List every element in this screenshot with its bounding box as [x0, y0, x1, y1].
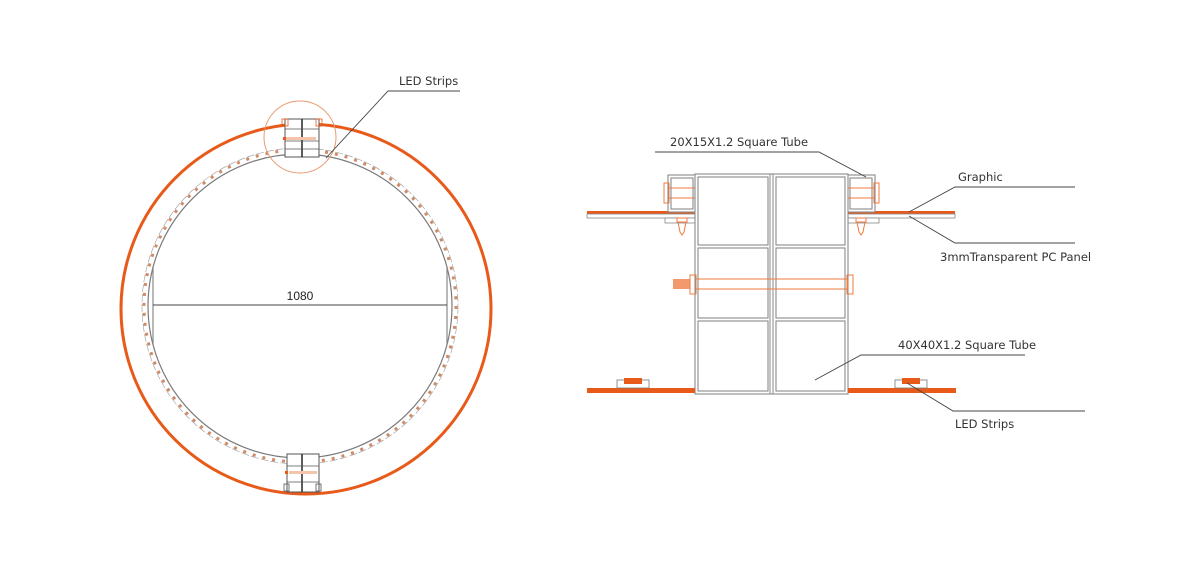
- screw-panel-right: [855, 217, 867, 236]
- led-section-callout-leader: [906, 382, 1085, 412]
- small-tube-label: 20X15X1.2 Square Tube: [670, 135, 808, 149]
- led-strip-left: [616, 378, 650, 389]
- top-post: [281, 118, 323, 158]
- through-bolt: [673, 274, 854, 295]
- pc-panel-label: 3mmTransparent PC Panel: [940, 250, 1091, 264]
- pc-panel-left: [586, 213, 696, 219]
- led-strips-label-plan: LED Strips: [399, 74, 458, 88]
- small-square-tube-left: [667, 174, 697, 213]
- screw-panel-left: [676, 217, 688, 236]
- large-tube-label: 40X40X1.2 Square Tube: [898, 338, 1036, 352]
- graphic-callout-leader: [908, 186, 1075, 213]
- large-tube-callout-leader: [814, 354, 1025, 381]
- large-square-tube-stack: [694, 173, 849, 395]
- led-callout-leader: [325, 90, 460, 159]
- pc-panel-right: [846, 213, 956, 219]
- small-tube-callout-leader: [655, 151, 867, 178]
- led-strip-right: [894, 378, 928, 389]
- pc-panel-callout-leader: [908, 215, 1075, 244]
- led-strips-label-section: LED Strips: [955, 417, 1014, 431]
- graphic-strip-left: [587, 211, 695, 214]
- detail-highlight-circle: [263, 100, 337, 174]
- base-plate-right: [848, 388, 956, 393]
- section-view: 20X15X1.2 Square Tube Graphic 3mmTranspa…: [586, 135, 1091, 431]
- small-square-tube-right: [846, 174, 876, 213]
- bottom-post: [283, 453, 322, 493]
- inner-structure-ring: [147, 153, 453, 459]
- led-strip-ring: [142, 148, 458, 464]
- graphic-strip-right: [847, 211, 955, 214]
- outer-graphic-ring: [119, 122, 493, 496]
- plan-view: 1080 LED Strips: [119, 74, 493, 496]
- graphic-label: Graphic: [958, 170, 1003, 184]
- diameter-label: 1080: [287, 289, 314, 303]
- base-plate-left: [587, 388, 695, 393]
